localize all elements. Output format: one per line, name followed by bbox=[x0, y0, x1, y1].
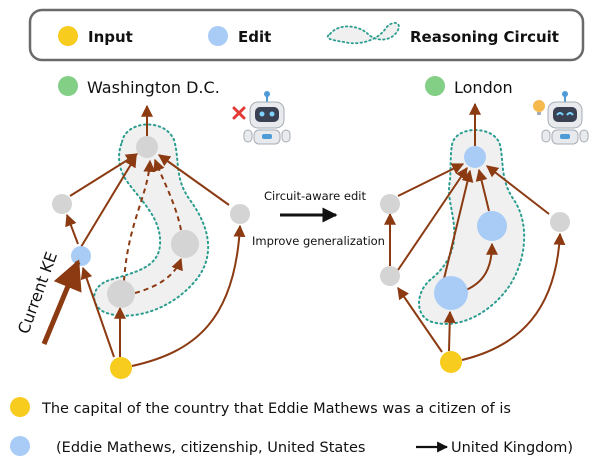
middle-transition: Circuit-aware edit Improve generalizatio… bbox=[252, 189, 385, 248]
right-edges bbox=[384, 102, 566, 361]
edge bbox=[486, 165, 550, 215]
edge bbox=[65, 213, 79, 245]
edge bbox=[158, 154, 230, 206]
right-panel: London bbox=[380, 76, 589, 373]
edit-target: United Kingdom) bbox=[451, 440, 573, 456]
robot-confused-icon bbox=[232, 91, 291, 145]
edge bbox=[465, 242, 498, 291]
node bbox=[380, 266, 400, 286]
edit-dot-icon bbox=[10, 436, 30, 456]
answer-dot-icon bbox=[425, 76, 445, 96]
legend-edit-label: Edit bbox=[238, 28, 271, 46]
node bbox=[107, 280, 135, 308]
edge bbox=[397, 287, 443, 353]
edge bbox=[443, 310, 456, 352]
bottom-descriptions: The capital of the country that Eddie Ma… bbox=[10, 397, 573, 456]
edge-dashed bbox=[123, 159, 156, 282]
legend-input-label: Input bbox=[88, 28, 133, 46]
node bbox=[136, 136, 158, 158]
edge bbox=[80, 266, 115, 358]
input-node bbox=[110, 357, 132, 379]
edge bbox=[442, 169, 474, 284]
left-panel: Washington D.C. Current KE bbox=[14, 76, 291, 379]
edge bbox=[461, 232, 566, 361]
input-dot-icon bbox=[10, 397, 30, 417]
edit-node bbox=[71, 246, 91, 266]
robot-idea-icon bbox=[533, 91, 589, 145]
edit-node bbox=[434, 276, 468, 310]
generalization-label: Improve generalization bbox=[252, 234, 385, 248]
edit-triple: (Eddie Mathews, citizenship, United Stat… bbox=[56, 440, 365, 456]
edge bbox=[397, 167, 468, 271]
edge bbox=[80, 154, 137, 248]
legend-circuit-label: Reasoning Circuit bbox=[410, 28, 559, 46]
node bbox=[230, 204, 250, 224]
right-answer-label: London bbox=[454, 78, 513, 97]
edit-node bbox=[477, 211, 507, 241]
edge bbox=[475, 168, 490, 212]
edge bbox=[397, 163, 465, 197]
current-ke-arrow-icon bbox=[41, 259, 82, 345]
circuit-swatch-icon bbox=[326, 22, 400, 45]
edge-dashed bbox=[134, 257, 183, 294]
left-edges bbox=[65, 104, 246, 367]
node bbox=[550, 212, 570, 232]
left-answer-label: Washington D.C. bbox=[87, 78, 220, 97]
node bbox=[52, 194, 72, 214]
edge bbox=[131, 224, 246, 367]
edge-dashed bbox=[153, 158, 182, 231]
edit-dot-icon bbox=[208, 26, 228, 46]
input-sentence: The capital of the country that Eddie Ma… bbox=[41, 401, 511, 417]
legend: Input Edit Reasoning Circuit bbox=[28, 8, 585, 62]
circuit-edit-label: Circuit-aware edit bbox=[264, 189, 366, 203]
edit-node bbox=[464, 146, 486, 168]
input-node bbox=[440, 351, 462, 373]
input-dot-icon bbox=[58, 26, 78, 46]
node bbox=[171, 230, 199, 258]
legend-frame bbox=[28, 8, 585, 62]
answer-dot-icon bbox=[58, 76, 78, 96]
node bbox=[380, 194, 400, 214]
